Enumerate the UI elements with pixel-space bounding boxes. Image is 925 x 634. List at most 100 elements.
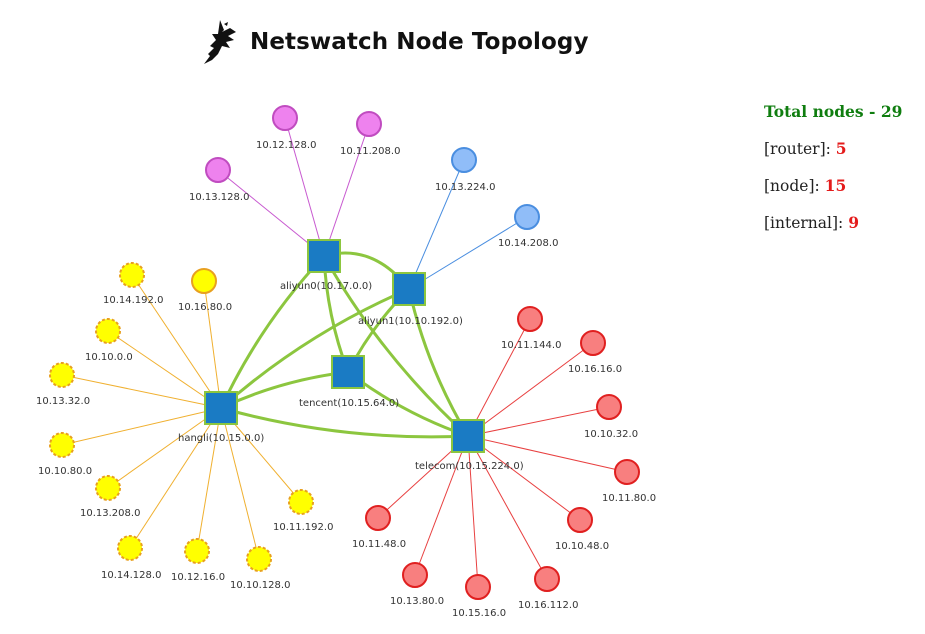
- topology-graph[interactable]: 10.12.128.0 10.11.208.0 10.13.128.0 10.13.2…: [0, 0, 760, 634]
- node-label: 10.16.16.0: [568, 364, 622, 375]
- node-label: 10.14.192.0: [103, 295, 163, 306]
- internal-count-row: [internal]: 9: [764, 213, 902, 232]
- node-link-n-10-11-80-0: [467, 435, 628, 473]
- router-aliyun1[interactable]: [392, 272, 426, 306]
- total-nodes-value: 29: [880, 102, 903, 121]
- node-label: 10.11.192.0: [273, 522, 333, 533]
- node-n-10-10-0-0[interactable]: [95, 318, 121, 344]
- node-link-n-10-13-128-0: [217, 169, 325, 257]
- node-link-n-10-13-208-0: [107, 407, 222, 489]
- node-link-n-10-10-48-0: [467, 435, 581, 521]
- node-count-row: [node]: 15: [764, 176, 902, 195]
- node-n-10-13-32-0[interactable]: [49, 362, 75, 388]
- node-n-10-16-80-0[interactable]: [191, 268, 217, 294]
- node-n-10-11-192-0[interactable]: [288, 489, 314, 515]
- router-count-value: 5: [835, 139, 847, 158]
- node-link-n-10-14-208-0: [408, 216, 528, 290]
- page-header: Netswatch Node Topology: [200, 12, 589, 72]
- node-link-n-10-16-112-0: [467, 435, 548, 580]
- node-n-10-10-80-0[interactable]: [49, 432, 75, 458]
- router-label: aliyun1(10.10.192.0): [358, 316, 463, 327]
- node-n-10-11-48-0[interactable]: [365, 505, 391, 531]
- eagle-logo-icon: [204, 20, 236, 64]
- node-n-10-10-32-0[interactable]: [596, 394, 622, 420]
- node-label: 10.16.112.0: [518, 600, 578, 611]
- node-label: 10.11.48.0: [352, 539, 406, 550]
- router-tencent[interactable]: [331, 355, 365, 389]
- node-link-n-10-10-32-0: [467, 406, 610, 437]
- node-count-value: 15: [824, 176, 847, 195]
- node-label: 10.13.128.0: [189, 192, 249, 203]
- node-count-label: [node]:: [764, 177, 825, 195]
- node-link-n-10-11-144-0: [467, 318, 531, 437]
- router-link-aliyun0-tencent: [322, 255, 350, 373]
- node-label: 10.15.16.0: [452, 608, 506, 619]
- node-n-10-10-128-0[interactable]: [246, 546, 272, 572]
- node-label: 10.10.80.0: [38, 466, 92, 477]
- node-n-10-11-208-0[interactable]: [356, 111, 382, 137]
- internal-count-value: 9: [848, 213, 859, 232]
- total-nodes-row: Total nodes - 29: [764, 102, 902, 121]
- node-label: 10.10.32.0: [584, 429, 638, 440]
- router-label: telecom(10.15.224.0): [415, 461, 524, 472]
- node-label: 10.12.128.0: [256, 140, 316, 151]
- node-link-n-10-14-128-0: [129, 407, 222, 549]
- router-count-label: [router]:: [764, 140, 836, 158]
- node-link-n-10-13-224-0: [408, 159, 465, 290]
- node-n-10-16-16-0[interactable]: [580, 330, 606, 356]
- node-link-n-10-12-16-0: [196, 407, 222, 552]
- node-link-n-10-10-128-0: [220, 407, 260, 560]
- node-label: 10.10.48.0: [555, 541, 609, 552]
- node-label: 10.16.80.0: [178, 302, 232, 313]
- node-link-n-10-10-0-0: [107, 330, 222, 409]
- node-n-10-14-128-0[interactable]: [117, 535, 143, 561]
- node-link-n-10-13-80-0: [414, 435, 469, 576]
- total-nodes-label: Total nodes -: [764, 102, 881, 121]
- router-link-aliyun1-hangli: [220, 287, 410, 410]
- node-n-10-11-144-0[interactable]: [517, 306, 543, 332]
- node-n-10-12-128-0[interactable]: [272, 105, 298, 131]
- node-n-10-10-48-0[interactable]: [567, 507, 593, 533]
- node-link-n-10-12-128-0: [284, 117, 325, 257]
- node-n-10-16-112-0[interactable]: [534, 566, 560, 592]
- node-n-10-13-224-0[interactable]: [451, 147, 477, 173]
- node-label: 10.10.128.0: [230, 580, 290, 591]
- node-n-10-13-80-0[interactable]: [402, 562, 428, 588]
- node-label: 10.13.80.0: [390, 596, 444, 607]
- node-label: 10.14.128.0: [101, 570, 161, 581]
- node-label: 10.13.208.0: [80, 508, 140, 519]
- node-link-n-10-14-192-0: [131, 274, 222, 409]
- node-link-n-10-16-16-0: [467, 342, 594, 437]
- router-count-row: [router]: 5: [764, 139, 902, 158]
- node-n-10-15-16-0[interactable]: [465, 574, 491, 600]
- node-n-10-12-16-0[interactable]: [184, 538, 210, 564]
- node-stats-panel: Total nodes - 29 [router]: 5 [node]: 15 …: [764, 102, 902, 250]
- node-n-10-13-128-0[interactable]: [205, 157, 231, 183]
- node-n-10-13-208-0[interactable]: [95, 475, 121, 501]
- node-link-n-10-16-80-0: [203, 280, 222, 409]
- router-label: hangli(10.15.0.0): [178, 433, 264, 444]
- node-label: 10.12.16.0: [171, 572, 225, 583]
- node-label: 10.11.208.0: [340, 146, 400, 157]
- node-n-10-11-80-0[interactable]: [614, 459, 640, 485]
- node-label: 10.13.32.0: [36, 396, 90, 407]
- node-link-n-10-11-208-0: [323, 123, 370, 257]
- node-link-n-10-13-32-0: [61, 374, 222, 409]
- internal-count-label: [internal]:: [764, 214, 849, 232]
- router-label: tencent(10.15.64.0): [299, 398, 399, 409]
- node-link-n-10-10-80-0: [61, 407, 222, 446]
- router-label: aliyun0(10.17.0.0): [280, 281, 372, 292]
- page-title: Netswatch Node Topology: [250, 29, 589, 55]
- node-n-10-14-192-0[interactable]: [119, 262, 145, 288]
- node-label: 10.14.208.0: [498, 238, 558, 249]
- node-label: 10.13.224.0: [435, 182, 495, 193]
- node-n-10-14-208-0[interactable]: [514, 204, 540, 230]
- node-label: 10.11.80.0: [602, 493, 656, 504]
- router-link-aliyun0-telecom: [322, 255, 470, 438]
- router-telecom[interactable]: [451, 419, 485, 453]
- node-link-n-10-15-16-0: [467, 435, 479, 588]
- node-label: 10.10.0.0: [85, 352, 133, 363]
- router-aliyun0[interactable]: [307, 239, 341, 273]
- node-label: 10.11.144.0: [501, 340, 561, 351]
- router-hangli[interactable]: [204, 391, 238, 425]
